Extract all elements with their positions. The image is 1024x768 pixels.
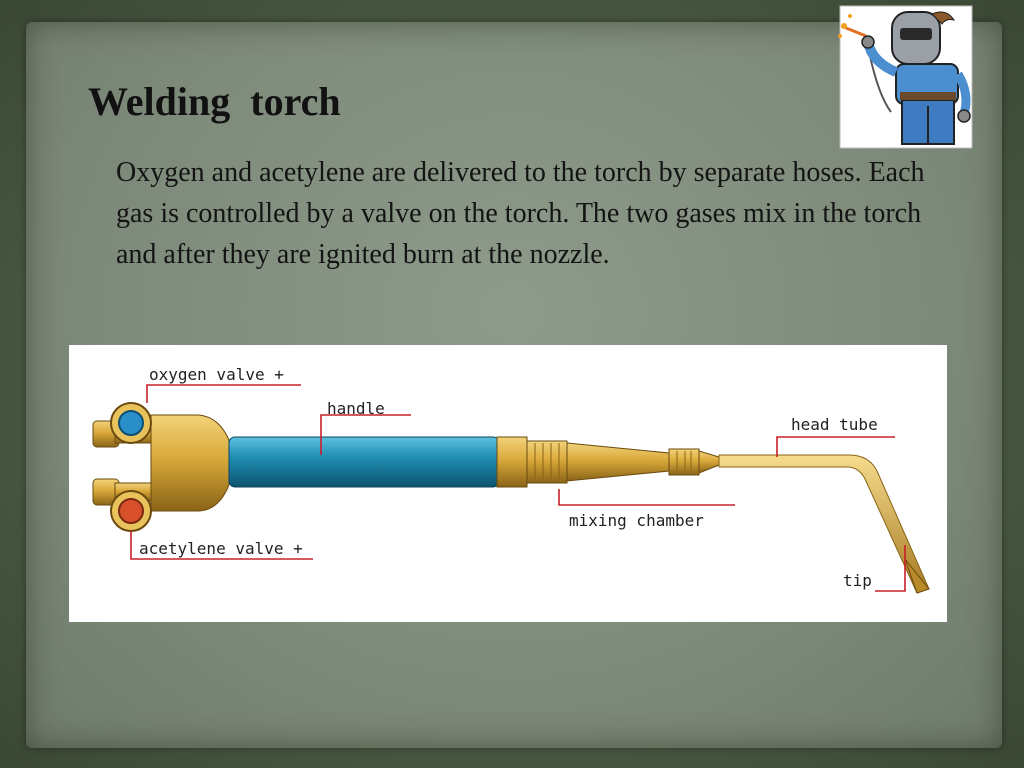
- label-mixing-chamber: mixing chamber: [569, 511, 704, 530]
- label-head-tube: head tube: [791, 415, 878, 434]
- slide-body-text: Oxygen and acetylene are delivered to th…: [116, 157, 925, 270]
- label-handle: handle: [327, 399, 385, 418]
- mixing-chamber: [496, 436, 720, 488]
- torch-handle: [228, 436, 500, 488]
- welder-mascot-icon: [836, 2, 976, 152]
- oxygen-valve-knob: [110, 402, 152, 444]
- head-tube: [718, 454, 930, 594]
- acetylene-valve-knob: [110, 490, 152, 532]
- label-oxygen-valve: oxygen valve +: [149, 365, 284, 384]
- torch-tip: [904, 558, 930, 594]
- label-tip: tip: [843, 571, 872, 590]
- label-acetylene-valve: acetylene valve +: [139, 539, 303, 558]
- slide-title: Welding torch: [88, 79, 341, 124]
- welding-torch-diagram: oxygen valve + handle head tube mixing c…: [69, 345, 947, 622]
